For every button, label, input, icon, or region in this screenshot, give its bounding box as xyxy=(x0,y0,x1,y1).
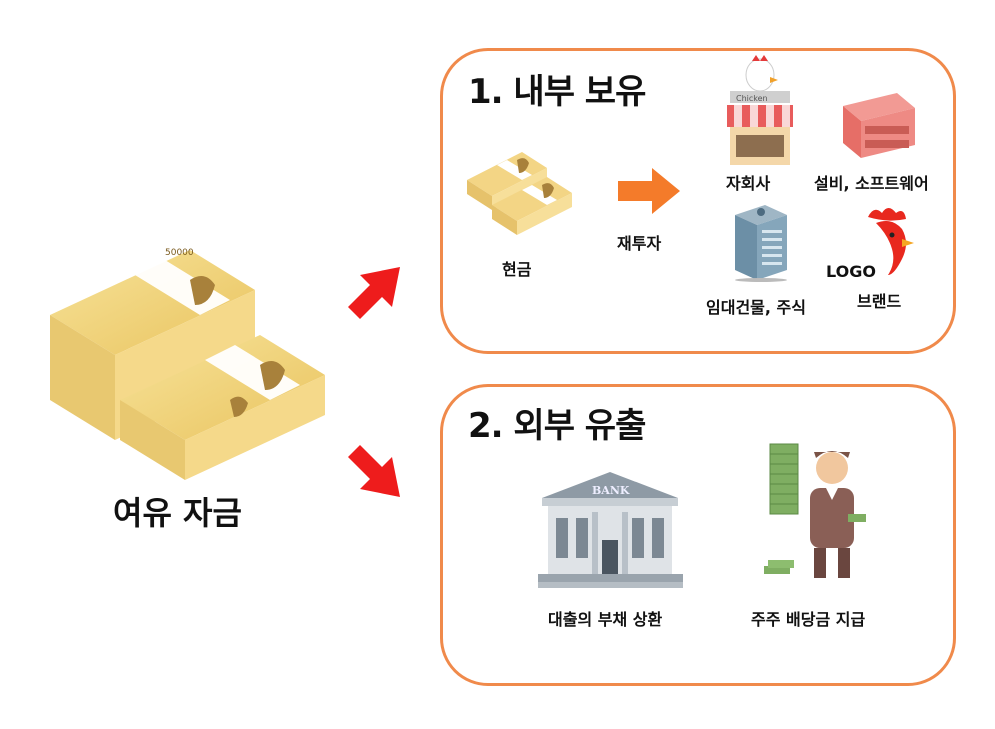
dividend-payment-label: 주주 배당금 지급 xyxy=(751,610,866,629)
red-arrow-down-icon xyxy=(340,437,405,502)
equipment-icon xyxy=(835,88,917,160)
rooster-logo-icon xyxy=(858,205,916,277)
orange-arrow-right-icon xyxy=(618,168,680,214)
rental-building-stock-label: 임대건물, 주식 xyxy=(706,298,806,317)
reinvest-label: 재투자 xyxy=(617,234,662,253)
external-outflow-title: 2. 외부 유출 xyxy=(468,406,646,446)
brand-label: 브랜드 xyxy=(857,292,902,311)
cash-label: 현금 xyxy=(502,260,532,279)
internal-retention-title: 1. 내부 보유 xyxy=(468,72,646,112)
shop-sign: Chicken xyxy=(736,94,768,103)
bill-denomination: 50000 xyxy=(165,248,194,258)
debt-repayment-label: 대출의 부채 상환 xyxy=(548,610,663,629)
cash-icon xyxy=(462,140,577,235)
chicken-shop-icon: Chicken xyxy=(722,55,797,167)
bank-building-icon: BANK xyxy=(538,470,683,590)
logo-text: LOGO xyxy=(826,262,876,281)
office-building-icon xyxy=(730,200,792,282)
shareholder-money-icon xyxy=(760,438,870,586)
red-arrow-up-icon xyxy=(340,262,405,327)
money-pile-image: 50000 xyxy=(40,235,340,485)
external-outflow-box xyxy=(440,384,956,686)
equipment-software-label: 설비, 소프트웨어 xyxy=(814,174,929,193)
bank-sign: BANK xyxy=(592,484,630,497)
subsidiary-label: 자회사 xyxy=(726,174,771,193)
spare-funds-label: 여유 자금 xyxy=(113,494,242,532)
